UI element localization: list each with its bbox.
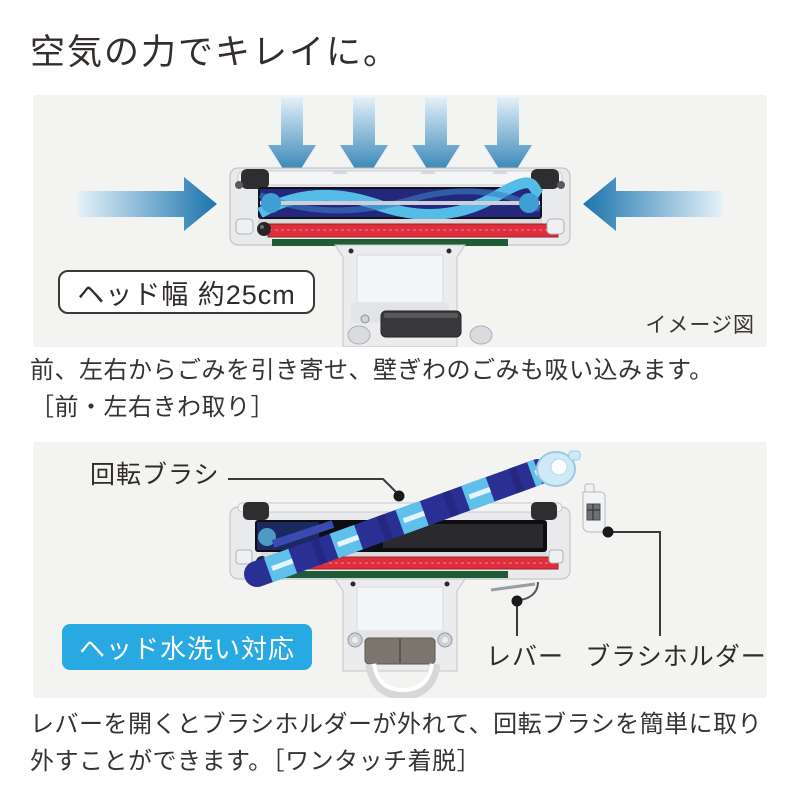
brush-removal-figure: 回転ブラシ レバー ブラシホルダー ヘッド水洗い対応: [33, 442, 767, 698]
green-strip: [272, 571, 508, 578]
head-width-label: ヘッド幅 約25cm: [58, 270, 315, 314]
left-arrow-icon: [78, 177, 217, 231]
head-width-label-text: ヘッド幅 約25cm: [77, 279, 296, 310]
holder-callout-dot: [602, 526, 614, 538]
rotating-brush-label: 回転ブラシ: [90, 461, 220, 489]
down-arrow-icon: [268, 97, 532, 183]
brush-holder-label: ブラシホルダー: [585, 643, 767, 671]
head-neck: [334, 244, 493, 347]
page-title: 空気の力でキレイに。: [30, 33, 401, 72]
left-roller: [243, 502, 269, 520]
vacuum-head-top-view: [229, 167, 571, 347]
rotating-brush: [244, 450, 581, 587]
paragraph2-line1: レバーを開くとブラシホルダーが外れて、回転ブラシを簡単に取り: [30, 711, 763, 738]
brush-window: [257, 177, 544, 220]
paragraph1-line2: ［前・左右きわ取り］: [30, 394, 275, 422]
image-note: イメージ図: [645, 314, 755, 337]
right-roller: [531, 502, 557, 520]
brush-callout-dot: [393, 490, 405, 502]
airflow-figure: ヘッド幅 約25cm イメージ図: [33, 95, 767, 347]
left-roller: [241, 169, 269, 189]
feature-paragraph-1: 前、左右からごみを引き寄せ、壁ぎわのごみも吸い込みます。 ［前・左右きわ取り］: [30, 352, 714, 426]
lever-label: レバー: [485, 643, 564, 671]
leader-lines: [228, 478, 661, 636]
feature-paragraph-2: レバーを開くとブラシホルダーが外れて、回転ブラシを簡単に取り 外すことができます…: [30, 706, 762, 780]
lever-callout-dot: [511, 595, 523, 607]
paragraph1-line1: 前、左右からごみを引き寄せ、壁ぎわのごみも吸い込みます。: [30, 357, 714, 384]
washable-head-badge-text: ヘッド水洗い対応: [78, 633, 295, 664]
paragraph2-line2: 外すことができます。［ワンタッチ着脱］: [30, 748, 482, 776]
washable-head-badge: ヘッド水洗い対応: [62, 624, 312, 670]
right-arrow-icon: [583, 177, 722, 231]
hinge-loop: [365, 663, 441, 698]
head-neck: [334, 578, 466, 698]
airflow-illustration: [78, 97, 722, 347]
brush-holder-part: [582, 483, 606, 533]
brush-removal-illustration: [228, 450, 661, 698]
green-strip: [272, 239, 508, 246]
brush-end-cap: [536, 450, 581, 487]
